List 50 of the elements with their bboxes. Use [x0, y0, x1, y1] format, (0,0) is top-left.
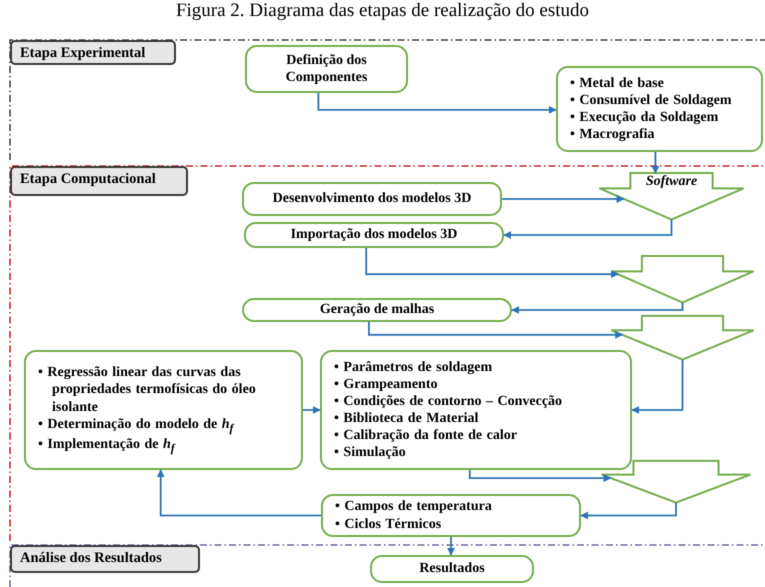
list-item: • Execução da Soldagem [569, 109, 720, 126]
list-item: • Simulação [333, 444, 407, 462]
list-item: • Parâmetros de soldagem [333, 358, 494, 376]
arrow [447, 537, 455, 556]
box-label: Definição dos Componentes [284, 52, 368, 86]
list-item: • Consumível de Soldagem [569, 92, 733, 109]
stage-header: Etapa Computacional [10, 166, 188, 196]
process-box [245, 45, 408, 93]
arrow [156, 469, 321, 516]
process-box [244, 222, 504, 248]
stage-header: Análise dos Resultados [10, 545, 200, 573]
tool-shape [610, 255, 755, 303]
process-box [242, 298, 512, 322]
list-item: • Campos de temperatura [334, 498, 493, 516]
list-item: • Ciclos Térmicos [334, 516, 442, 533]
tool-shape [600, 460, 752, 503]
list-item: • Grampeamento [333, 376, 438, 393]
arrow [502, 195, 625, 203]
arrow [468, 470, 612, 482]
stage-header: Etapa Experimental [10, 40, 176, 65]
arrow [631, 360, 684, 414]
list-item: • Determinação do modelo de h$_{f}$ [37, 416, 236, 436]
arrow [503, 220, 672, 239]
diagram-title: Figura 2. Diagrama das etapas de realização do estudo [174, 0, 590, 22]
box-label: Geração de malhas [320, 301, 434, 319]
process-box [556, 66, 763, 152]
arrow [303, 406, 321, 414]
tool-label: Software [644, 174, 698, 190]
list-item: • Calibração da fonte de calor [333, 427, 518, 444]
list-item: • Metal de base [569, 74, 665, 92]
tool-shape [610, 315, 755, 360]
list-item: • Macrografia [569, 126, 656, 144]
arrow [580, 502, 677, 520]
tool-shape [598, 172, 745, 220]
arrow [368, 322, 624, 339]
box-label: Importação dos modelos 3D [290, 226, 458, 244]
process-box [242, 182, 502, 216]
arrow [651, 152, 660, 174]
list-item: • Biblioteca de Material [333, 410, 480, 428]
arrow [365, 248, 619, 278]
box-label: Resultados [419, 560, 485, 578]
arrow [318, 93, 557, 114]
process-box [24, 350, 303, 470]
box-label: Desenvolvimento dos modelos 3D [272, 190, 472, 208]
list-item: • Implementação de h$_{f}$ [37, 436, 176, 456]
process-box [320, 350, 632, 470]
process-box [370, 555, 534, 583]
process-box [321, 494, 581, 537]
arrow [511, 302, 684, 314]
list-item: • Condições de contorno – Convecção [333, 392, 564, 410]
